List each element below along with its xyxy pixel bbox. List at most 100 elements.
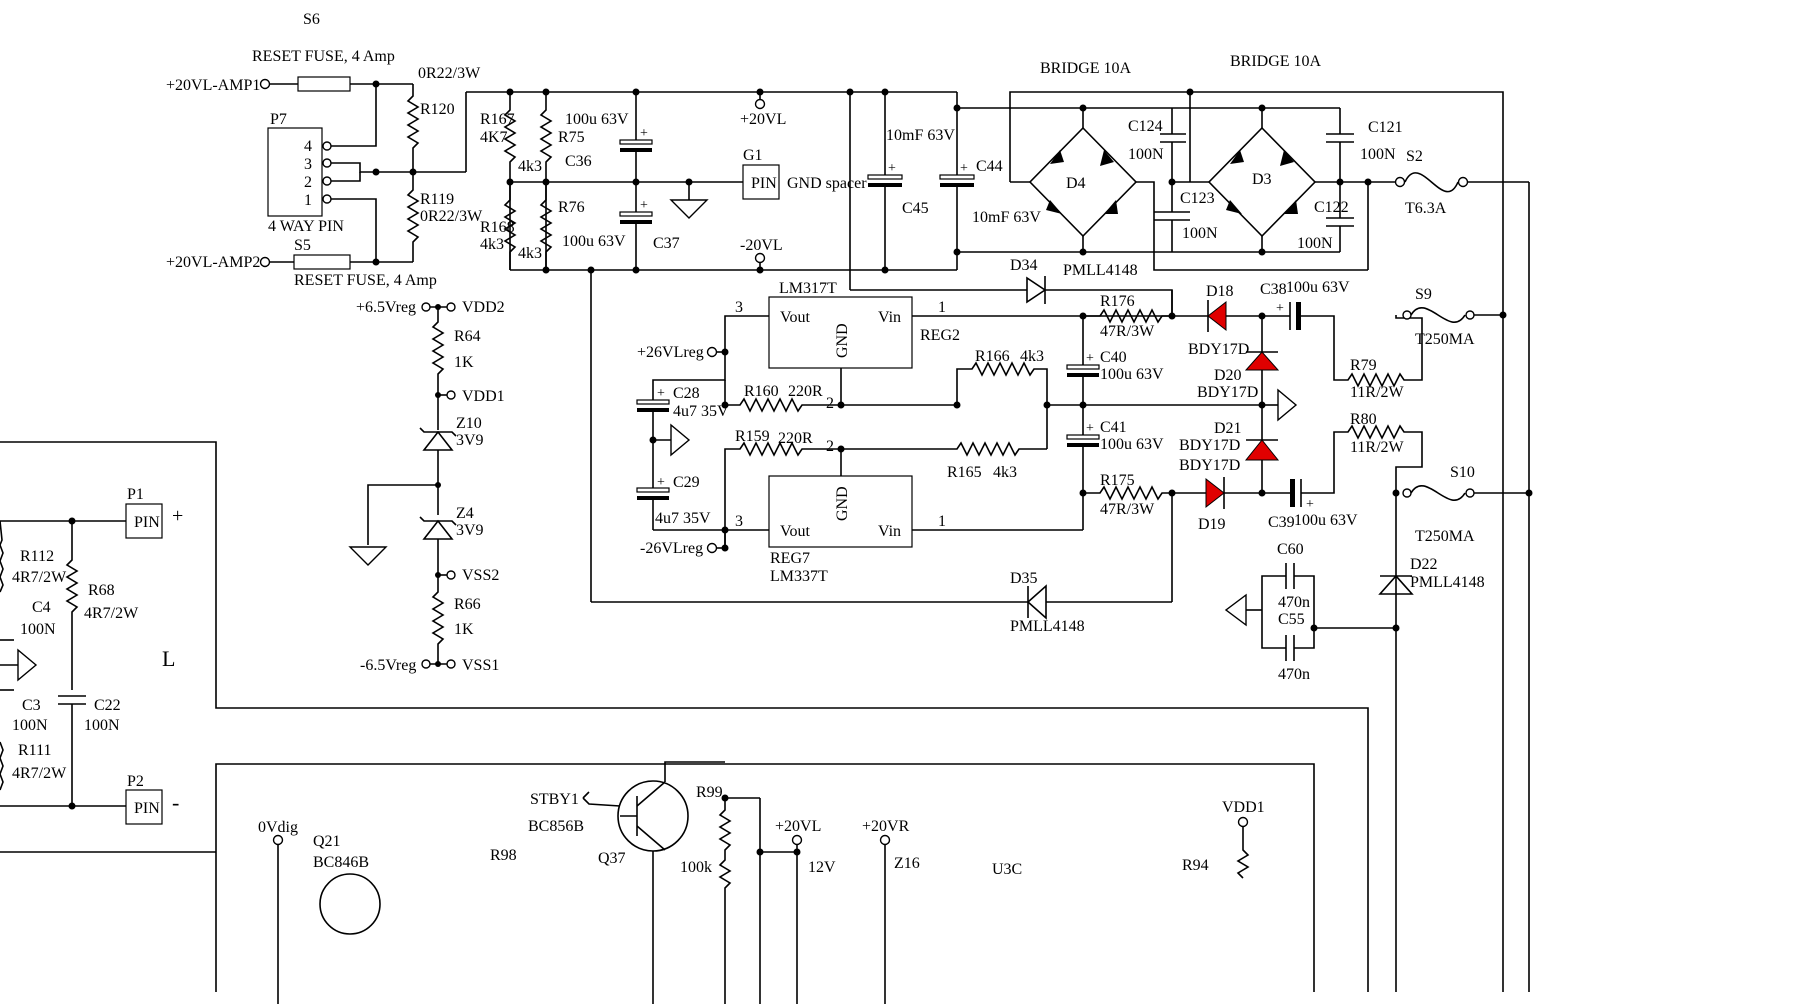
- r0r22b-label: 0R22/3W: [420, 208, 483, 225]
- lm337-label: LM337T: [770, 568, 828, 585]
- v20vl-b-label: +20VL: [775, 818, 821, 835]
- c4u7b-label: 4u7 35V: [655, 510, 711, 527]
- r111-label: R111: [18, 742, 51, 759]
- fuse-s10: [1410, 485, 1466, 501]
- r160-label: R160: [744, 383, 779, 400]
- r4k3b-label: 4k3: [480, 236, 504, 253]
- pmll-c-label: PMLL4148: [1410, 574, 1485, 591]
- r176-label: R176: [1100, 293, 1135, 310]
- d4-label: D4: [1066, 175, 1086, 192]
- gnd-spacer-label: GND spacer: [787, 175, 867, 192]
- r4r7a-label: 4R7/2W: [12, 569, 67, 586]
- c40-label: C40: [1100, 349, 1127, 366]
- r220b-label: 220R: [778, 430, 813, 447]
- r0r22a-label: 0R22/3W: [418, 65, 481, 82]
- r94-label: R94: [1182, 857, 1209, 874]
- r75-label: R75: [558, 129, 585, 146]
- fuse-bottom-label: RESET FUSE, 4 Amp: [294, 272, 437, 289]
- fuse-s9: [1410, 307, 1466, 323]
- c100n-d-label: 100N: [1297, 235, 1333, 252]
- t250b-label: T250MA: [1415, 528, 1475, 545]
- c36-label: C36: [565, 153, 592, 170]
- ovdig-label: 0Vdig: [258, 819, 298, 836]
- resistor-r168: [503, 182, 517, 270]
- r4r7b-label: 4R7/2W: [84, 605, 139, 622]
- pin-g1-text: PIN: [751, 175, 777, 192]
- amp2-terminal: [259, 256, 271, 268]
- reg2-label: REG2: [920, 327, 960, 344]
- s10-label: S10: [1450, 464, 1475, 481]
- d19-label: D19: [1198, 516, 1226, 533]
- r4k3d-label: 4k3: [1020, 348, 1044, 365]
- svg-text:+: +: [640, 198, 648, 213]
- r11b-label: 11R/2W: [1350, 439, 1405, 456]
- pin-g1: [742, 164, 780, 200]
- r159-label: R159: [735, 428, 770, 445]
- c100u-b-label: 100u 63V: [562, 233, 626, 250]
- r1k-a-label: 1K: [454, 354, 474, 371]
- resistor-r64: [431, 307, 445, 395]
- c38-label: C38: [1260, 281, 1287, 298]
- c470a-label: 470n: [1278, 594, 1310, 611]
- v3v9a-label: 3V9: [456, 432, 484, 449]
- resistor-r66: [431, 575, 445, 664]
- c100n-a-label: 100N: [1128, 146, 1164, 163]
- bridge2-label: BRIDGE 10A: [1230, 53, 1322, 70]
- c100n-b-label: 100N: [1360, 146, 1396, 163]
- diode-d18: [1207, 300, 1227, 332]
- r4k3a-label: 4k3: [518, 158, 542, 175]
- d34-section: D34 PMLL4148: [850, 257, 1173, 316]
- diode-d21: [1244, 439, 1280, 461]
- svg-text:+: +: [1086, 421, 1094, 436]
- ground-symbol-2: [348, 546, 388, 566]
- pin-p1-text: PIN: [134, 514, 160, 531]
- v26p-label: +26VLreg: [637, 344, 704, 361]
- l-label: L: [162, 646, 175, 671]
- c3-label: C3: [22, 697, 41, 714]
- c41-label: C41: [1100, 419, 1127, 436]
- bdy-c-label: BDY17D: [1179, 437, 1240, 454]
- r4r7c-label: 4R7/2W: [12, 765, 67, 782]
- g1-label: G1: [743, 147, 763, 164]
- gnd-a-label: GND: [834, 323, 851, 358]
- bridge1-label: BRIDGE 10A: [1040, 60, 1132, 77]
- c100n-g-label: 100N: [84, 717, 120, 734]
- fuse-s6: [297, 76, 351, 92]
- c121-label: C121: [1368, 119, 1403, 136]
- resistor-r159: [724, 441, 1047, 548]
- zener-section: +6.5Vreg VDD2 R64 1K VDD1 Z10 3V9 Z4 3V9…: [348, 299, 505, 674]
- bdy-d-label: BDY17D: [1179, 457, 1240, 474]
- q37-label: Q37: [598, 850, 626, 867]
- d34-label: D34: [1010, 257, 1038, 274]
- pin3-a: 3: [735, 299, 743, 316]
- regulator-reg2: [768, 296, 913, 369]
- resistor-r175: [1083, 485, 1208, 501]
- resistor-r120: [406, 84, 420, 172]
- v20vr-label: +20VR: [862, 818, 910, 835]
- d3-label: D3: [1252, 171, 1272, 188]
- c122-label: C122: [1314, 199, 1349, 216]
- v20vl-label: +20VL: [740, 111, 786, 128]
- bridge-section: BRIDGE 10A BRIDGE 10A D4 C1: [957, 53, 1530, 992]
- resistor-r176: [1083, 308, 1208, 324]
- diode-d19: [1205, 477, 1225, 509]
- r80-label: R80: [1350, 411, 1377, 428]
- p7-pin2: 2: [304, 174, 312, 191]
- gnd-b-label: GND: [834, 486, 851, 521]
- d22-label: D22: [1410, 556, 1438, 573]
- r4k3e-label: 4k3: [993, 464, 1017, 481]
- z4-label: Z4: [456, 505, 474, 522]
- lm317-label: LM317T: [779, 280, 837, 297]
- pin1-b: 1: [938, 513, 946, 530]
- svg-text:+: +: [657, 386, 665, 401]
- four-way-label: 4 WAY PIN: [268, 218, 344, 235]
- pin-p2-text: PIN: [134, 800, 160, 817]
- vout-b-label: Vout: [780, 523, 810, 540]
- c100u-c38-label: 100u 63V: [1286, 279, 1350, 296]
- amp1-terminal: [259, 78, 271, 90]
- resistor-r119: [406, 172, 420, 262]
- r47a-label: 47R/3W: [1100, 323, 1155, 340]
- r112-label: R112: [20, 548, 54, 565]
- vdd2-net-label: +6.5Vreg: [356, 299, 416, 316]
